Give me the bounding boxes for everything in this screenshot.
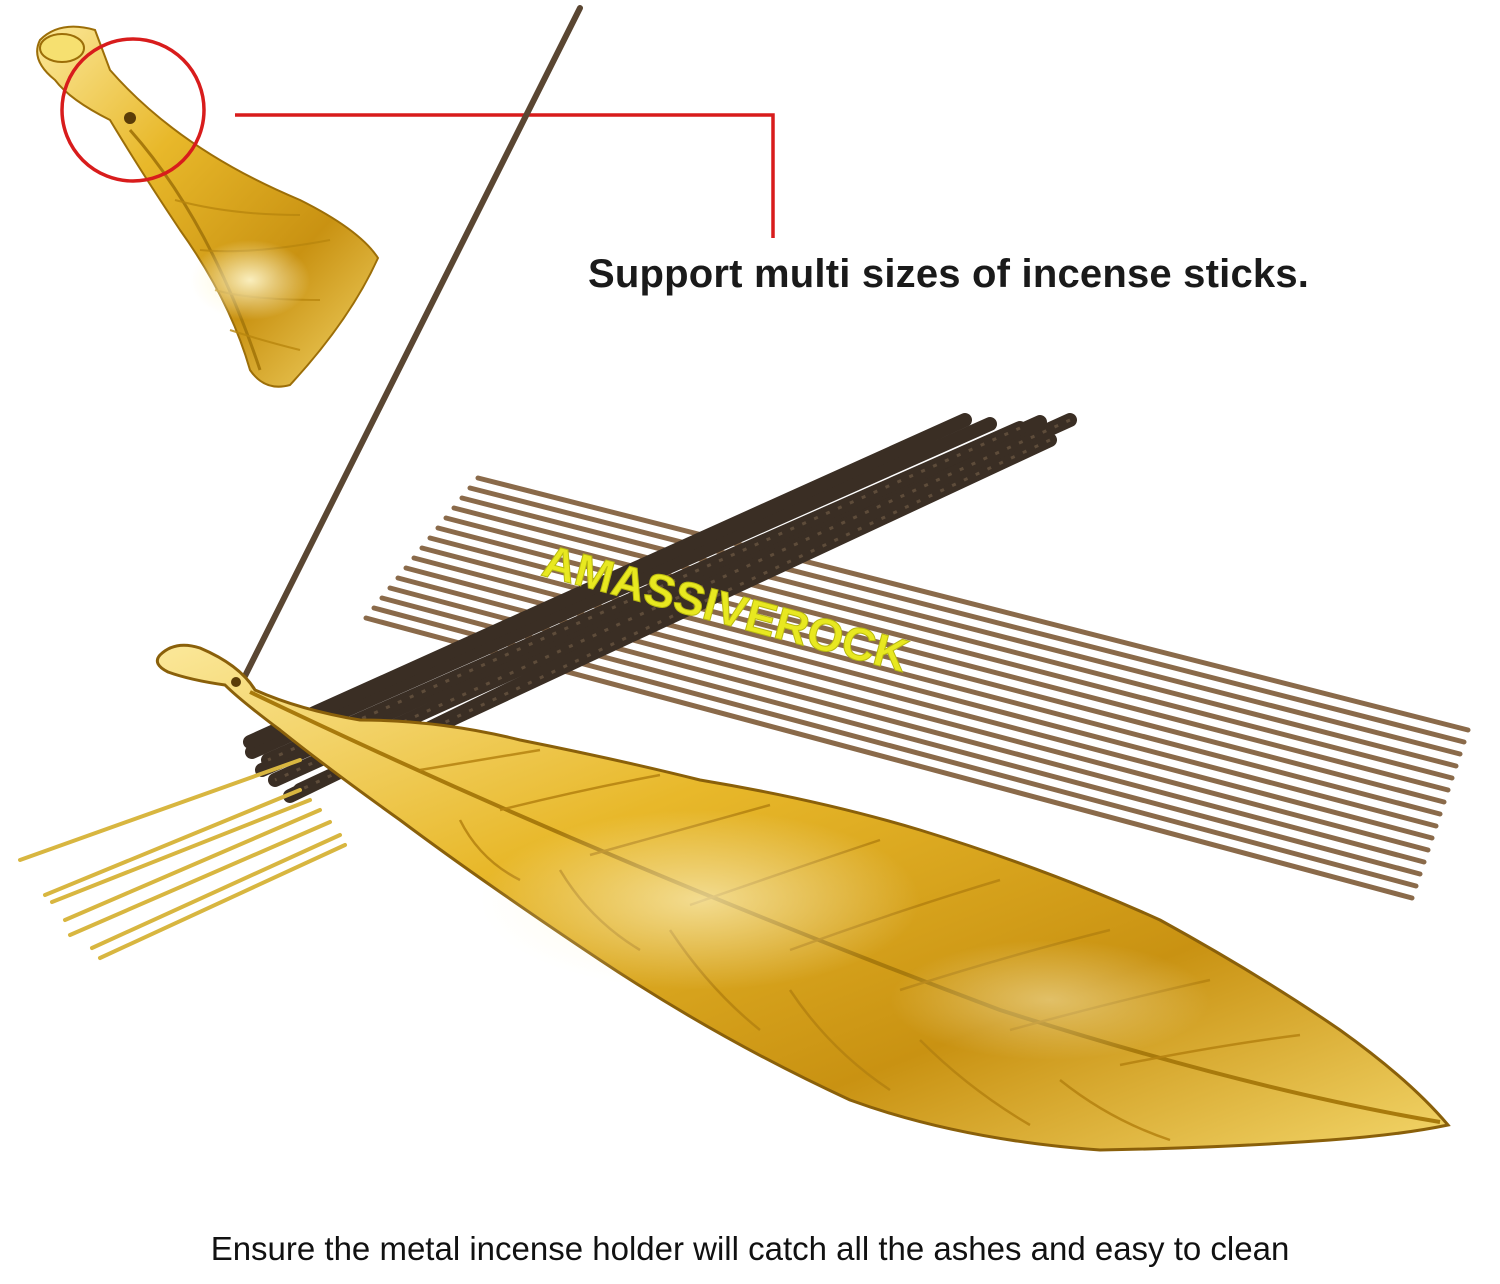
standing-incense-stick [238,5,583,687]
holder-hole-icon [231,677,241,687]
bamboo-sticks [18,758,347,960]
holder-detail-inset [36,25,380,388]
gold-leaf-incense-holder [155,643,1451,1152]
callout-marker [60,37,775,238]
stick-hole-icon [124,112,136,124]
callout-text: Support multi sizes of incense sticks. [588,252,1310,296]
caption-text: Ensure the metal incense holder will cat… [210,1230,1290,1267]
